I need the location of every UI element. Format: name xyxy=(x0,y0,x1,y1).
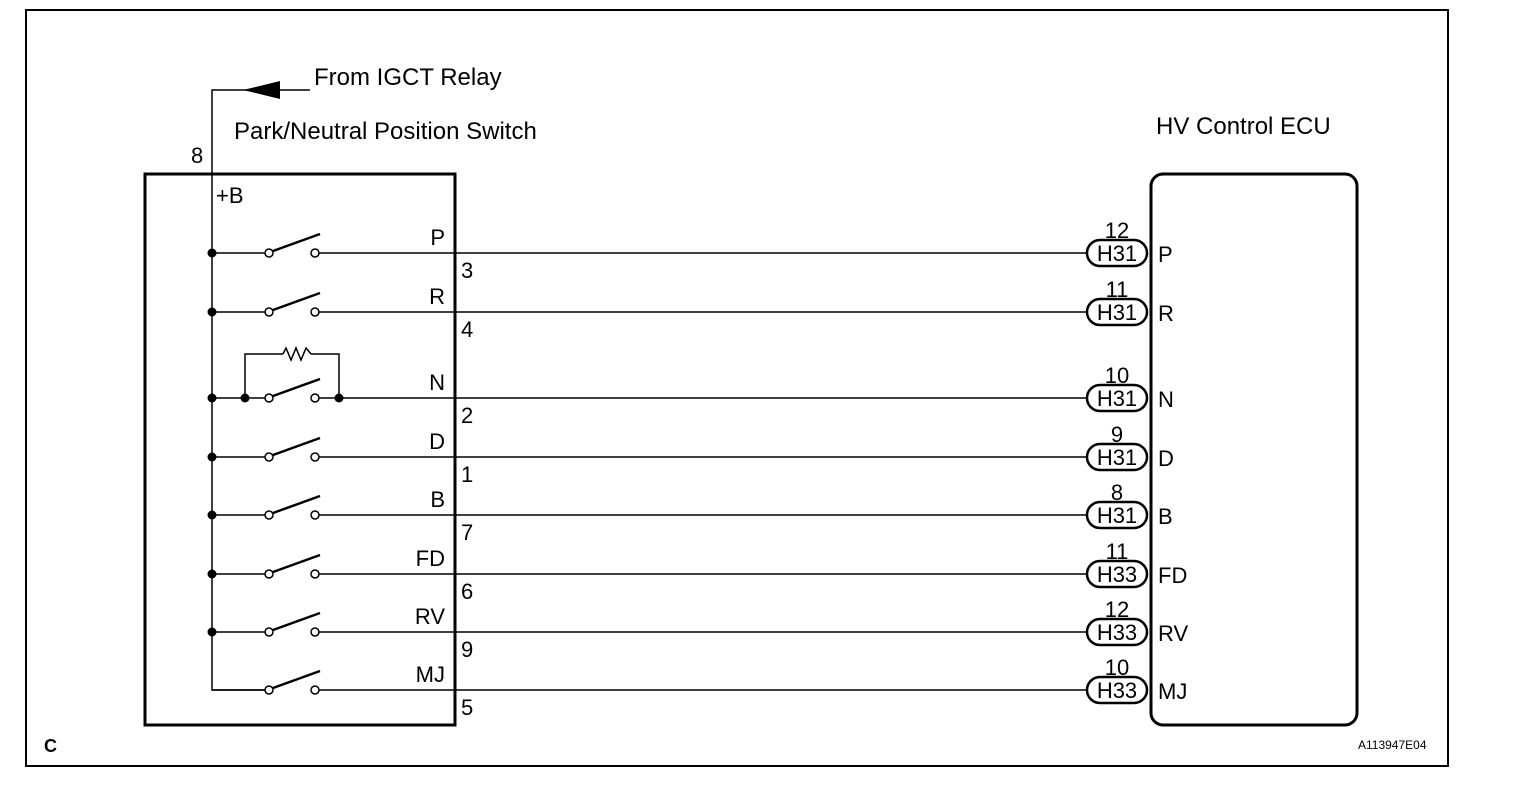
signal-r-ecu-name: R xyxy=(1158,301,1174,326)
signal-fd-switch-name: FD xyxy=(416,546,445,571)
signal-r-switch-name: R xyxy=(429,284,445,309)
signal-n-switch-blade xyxy=(272,377,321,398)
signal-p-switch-pin: 3 xyxy=(461,258,473,283)
signal-n-ecu-name: N xyxy=(1158,387,1174,412)
signal-n-bypass-left-wire xyxy=(244,353,283,398)
switch-power-pin: 8 xyxy=(191,143,203,168)
signal-mj-switch-contact-right xyxy=(310,685,320,695)
signal-b-switch-name: B xyxy=(430,487,445,512)
signal-r-connector-label: H31 xyxy=(1097,300,1137,325)
signal-r-switch-contact-left xyxy=(264,307,274,317)
signal-r-connector xyxy=(1085,297,1149,327)
signal-p-switch-contact-right xyxy=(310,248,320,258)
signal-b-connector-label: H31 xyxy=(1097,503,1137,528)
signal-b-ecu-name: B xyxy=(1158,504,1173,529)
signal-r-switch-pin: 4 xyxy=(461,317,473,342)
signal-rv-ecu-pin: 12 xyxy=(1105,597,1129,622)
signal-n-switch-name: N xyxy=(429,370,445,395)
signal-mj-ecu-name: MJ xyxy=(1158,679,1187,704)
signal-b-switch-contact-right xyxy=(310,510,320,520)
signal-d-ecu-name: D xyxy=(1158,446,1174,471)
signal-d-switch-contact-right xyxy=(310,452,320,462)
signal-d-switch-pin: 1 xyxy=(461,462,473,487)
source-label: From IGCT Relay xyxy=(314,64,502,91)
signal-p-switch-blade xyxy=(272,232,321,253)
resistor-icon xyxy=(282,346,312,362)
signal-b-ecu-pin: 8 xyxy=(1111,480,1123,505)
signal-r-switch-contact-right xyxy=(310,307,320,317)
diagram-frame xyxy=(25,9,1449,767)
power-feed-wire xyxy=(211,89,310,691)
signal-n-switch-contact-left xyxy=(264,393,274,403)
signal-mj-switch-pin: 5 xyxy=(461,695,473,720)
signal-n-bypass-right-wire xyxy=(311,353,340,398)
signal-n-switch-contact-right xyxy=(310,393,320,403)
signal-n-connector xyxy=(1085,383,1149,413)
signal-rv-switch-pin: 9 xyxy=(461,637,473,662)
signal-d-connector-label: H31 xyxy=(1097,445,1137,470)
signal-rv-switch-contact-left xyxy=(264,627,274,637)
switch-power-label: +B xyxy=(216,183,244,208)
signal-n-ecu-pin: 10 xyxy=(1105,363,1129,388)
signal-rv-connector-label: H33 xyxy=(1097,620,1137,645)
signal-d-switch-blade xyxy=(272,436,321,457)
signal-b-switch-blade xyxy=(272,494,321,515)
signal-p-ecu-pin: 12 xyxy=(1105,218,1129,243)
signal-d-ecu-pin: 9 xyxy=(1111,422,1123,447)
signal-mj-switch-name: MJ xyxy=(416,662,445,687)
signal-p-switch-name: P xyxy=(430,225,445,250)
figure-code: A113947E04 xyxy=(1358,738,1427,752)
signal-mj-ecu-pin: 10 xyxy=(1105,655,1129,680)
signal-n-switch-pin: 2 xyxy=(461,403,473,428)
signal-p-ecu-name: P xyxy=(1158,242,1173,267)
signal-mj-connector xyxy=(1085,675,1149,705)
feed-arrow-icon xyxy=(243,81,280,99)
signal-rv-switch-name: RV xyxy=(415,604,445,629)
signal-mj-switch-blade xyxy=(272,669,321,690)
signal-mj-connector-label: H33 xyxy=(1097,678,1137,703)
signal-r-switch-blade xyxy=(272,291,321,312)
switch-box xyxy=(143,172,457,727)
signal-rv-switch-contact-right xyxy=(310,627,320,637)
signal-mj-switch-contact-left xyxy=(264,685,274,695)
signal-rv-connector xyxy=(1085,617,1149,647)
switch-title: Park/Neutral Position Switch xyxy=(234,118,537,145)
corner-label: C xyxy=(44,736,57,756)
signal-fd-ecu-name: FD xyxy=(1158,563,1187,588)
signal-b-connector xyxy=(1085,500,1149,530)
signal-rv-ecu-name: RV xyxy=(1158,621,1188,646)
signal-fd-switch-contact-left xyxy=(264,569,274,579)
signal-d-connector xyxy=(1085,442,1149,472)
signal-fd-connector xyxy=(1085,559,1149,589)
signal-b-switch-contact-left xyxy=(264,510,274,520)
signal-n-connector-label: H31 xyxy=(1097,386,1137,411)
signal-fd-switch-contact-right xyxy=(310,569,320,579)
ecu-box xyxy=(1149,172,1359,727)
signal-d-switch-contact-left xyxy=(264,452,274,462)
signal-r-ecu-pin: 11 xyxy=(1106,277,1129,302)
signal-fd-connector-label: H33 xyxy=(1097,562,1137,587)
signal-p-connector-label: H31 xyxy=(1097,241,1137,266)
signal-fd-switch-blade xyxy=(272,553,321,574)
signal-rv-switch-blade xyxy=(272,611,321,632)
signal-fd-ecu-pin: 11 xyxy=(1106,539,1129,564)
signal-d-switch-name: D xyxy=(429,429,445,454)
signal-b-switch-pin: 7 xyxy=(461,520,473,545)
signal-fd-switch-pin: 6 xyxy=(461,579,473,604)
ecu-title: HV Control ECU xyxy=(1156,113,1331,140)
signal-p-connector xyxy=(1085,238,1149,268)
signal-p-switch-contact-left xyxy=(264,248,274,258)
